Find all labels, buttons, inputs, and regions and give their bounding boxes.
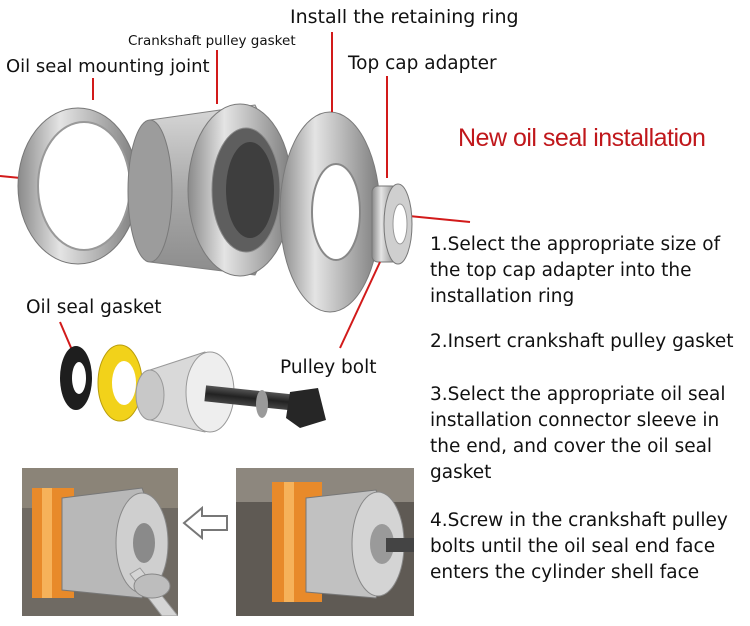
photo-after: [236, 468, 414, 616]
step-4: 4.Screw in the crankshaft pulley bolts u…: [430, 510, 728, 583]
label-pulley-bolt: Pulley bolt: [280, 357, 377, 378]
label-install-retaining-ring: Install the retaining ring: [290, 6, 519, 28]
step-1: 1.Select the appropriate size of the top…: [430, 234, 721, 307]
top-cap-adapter: [371, 183, 413, 265]
left-arrow-icon: [182, 505, 230, 541]
oil-seal-mounting-joint: [17, 107, 139, 265]
step-2: 2.Insert crankshaft pulley gasket: [430, 331, 734, 352]
label-oil-seal-gasket: Oil seal gasket: [26, 297, 162, 318]
crankshaft-pulley-gasket: [127, 103, 293, 277]
pulley-bolt-part: [204, 385, 326, 428]
label-crankshaft-pulley-gasket: Crankshaft pulley gasket: [128, 33, 296, 49]
page-title: New oil seal installation: [458, 124, 706, 152]
yellow-seal-ring: [97, 344, 143, 422]
photo-before: [22, 468, 178, 616]
label-oil-seal-mounting-joint: Oil seal mounting joint: [6, 56, 210, 77]
label-top-cap-adapter: Top cap adapter: [348, 53, 497, 74]
step-3: 3.Select the appropriate oil seal instal…: [430, 384, 726, 483]
retaining-ring: [279, 111, 381, 313]
oil-seal-gasket-part: [60, 346, 92, 410]
callout-oil-seal-gasket: [59, 321, 73, 351]
connector-sleeve: [135, 351, 235, 433]
callout-pulley-bolt: [339, 261, 381, 349]
